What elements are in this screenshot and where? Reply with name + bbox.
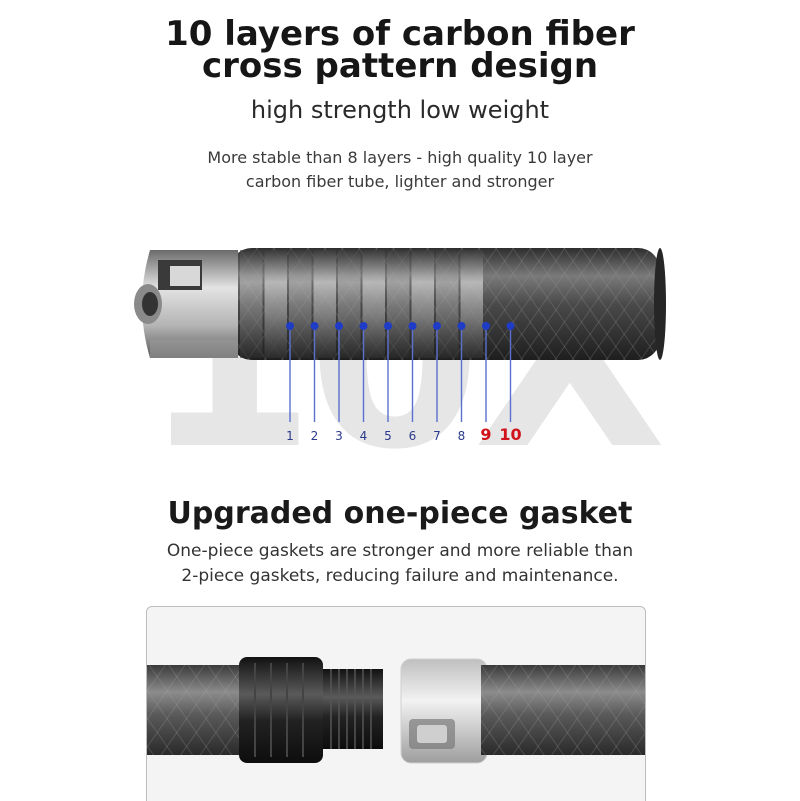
layer-ring bbox=[362, 250, 385, 358]
layer-number-label: 10 bbox=[499, 425, 521, 444]
layer-number-label: 8 bbox=[458, 429, 466, 443]
gasket-description-line-2: 2-piece gaskets, reducing failure and ma… bbox=[181, 566, 619, 586]
layer-dot bbox=[457, 322, 466, 330]
layer-ring bbox=[264, 250, 287, 358]
title-line-2: cross pattern design bbox=[201, 46, 599, 86]
layer-number-label: 7 bbox=[433, 429, 441, 443]
layer-ring bbox=[313, 250, 336, 358]
layer-dot bbox=[408, 322, 417, 330]
layer-ring bbox=[411, 250, 434, 358]
layer-dot bbox=[335, 322, 343, 330]
end-cap bbox=[134, 250, 238, 358]
layer-dot bbox=[310, 322, 319, 330]
gasket-photo bbox=[146, 606, 646, 801]
layer-number-label: 3 bbox=[335, 429, 343, 443]
layer-number-label: 1 bbox=[286, 429, 294, 443]
gasket-illustration bbox=[147, 657, 645, 764]
layer-dot bbox=[286, 322, 294, 330]
gasket-description-line-1: One-piece gaskets are stronger and more … bbox=[166, 541, 634, 561]
layer-dot bbox=[384, 322, 392, 330]
layer-ring bbox=[387, 250, 410, 358]
layer-number-label: 2 bbox=[311, 429, 319, 443]
layer-number-label: 6 bbox=[409, 429, 417, 443]
gasket-title: Upgraded one-piece gasket bbox=[167, 496, 633, 531]
layer-dot bbox=[482, 322, 490, 330]
description-line-1: More stable than 8 layers - high quality… bbox=[207, 148, 593, 167]
layer-ring bbox=[338, 250, 361, 358]
layer-number-label: 9 bbox=[480, 425, 491, 444]
layer-dot bbox=[359, 322, 368, 330]
layer-ring bbox=[436, 250, 459, 358]
layer-ring bbox=[460, 250, 483, 358]
description-line-2: carbon fiber tube, lighter and stronger bbox=[245, 172, 555, 191]
title-line-1: 10 layers of carbon fiber bbox=[165, 14, 635, 54]
layer-ring bbox=[240, 250, 263, 358]
layer-dot bbox=[433, 322, 441, 330]
subtitle: high strength low weight bbox=[250, 96, 550, 124]
layer-ring bbox=[289, 250, 312, 358]
layer-number-label: 5 bbox=[384, 429, 392, 443]
layer-rings bbox=[240, 250, 483, 358]
layer-number-label: 4 bbox=[360, 429, 368, 443]
layer-dot bbox=[506, 322, 515, 330]
